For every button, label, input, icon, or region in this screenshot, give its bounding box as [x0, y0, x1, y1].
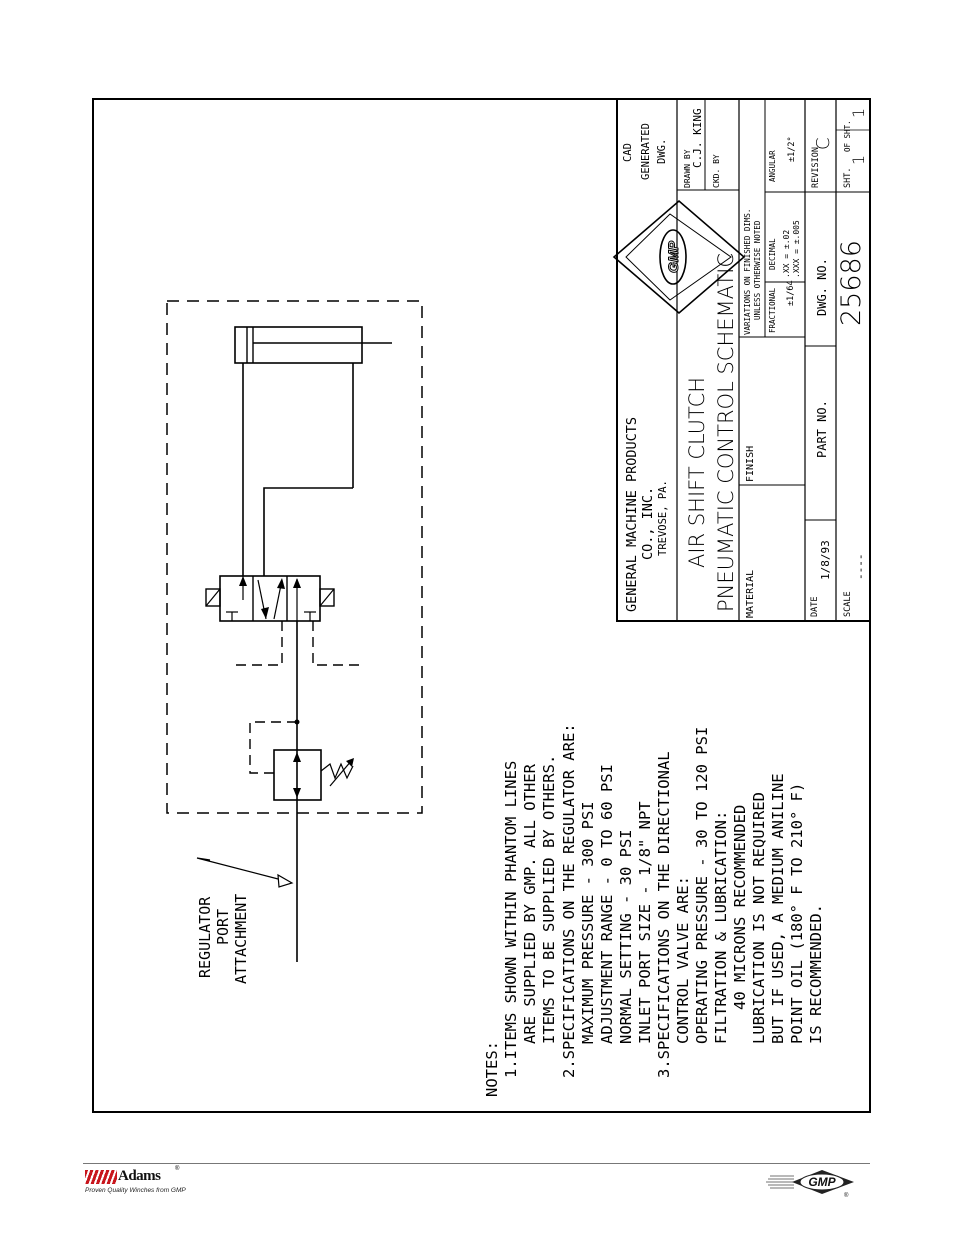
cad-dwg: DWG. [656, 139, 668, 164]
gmp-footer-text: GMP [808, 1175, 836, 1189]
scale-value: ---- [854, 554, 867, 581]
revision-value: C [813, 137, 834, 150]
tol-decimal-xxx: .XXX = ±.005 [792, 220, 801, 278]
gmp-registered-mark: ® [844, 1192, 849, 1199]
tol-decimal-label: DECIMAL [768, 238, 777, 270]
tolerance-heading-1: VARIATIONS ON FINISHED DIMS. [743, 209, 752, 335]
registered-mark: ® [175, 1166, 180, 1172]
note-line: MAXIMUM PRESSURE - 300 PSI [579, 801, 597, 1044]
date-value: 1/8/93 [819, 540, 832, 580]
cad-generated: GENERATED [640, 123, 652, 180]
sheet-total: 1 [849, 108, 868, 118]
revision-label: REVISION [811, 147, 821, 188]
date-label: DATE [810, 597, 820, 617]
adams-stripes-icon [85, 1170, 117, 1184]
tol-fractional-label: FRACTIONAL [768, 287, 777, 333]
attachment-line2: PORT [214, 909, 232, 945]
sheet-label: SHT. [843, 168, 853, 188]
checked-by-label: CKD. BY [712, 154, 721, 188]
title-block-text: GENERAL MACHINE PRODUCTS CO., INC. TREVO… [622, 108, 868, 618]
directional-control-valve [205, 575, 362, 666]
adams-tagline: Proven Quality Winches from GMP [85, 1187, 186, 1194]
attachment-line1: REGULATOR [196, 896, 214, 978]
air-cylinder [234, 326, 392, 364]
gmp-logo-title-block: GMP [612, 199, 746, 315]
title-block [616, 98, 871, 622]
phantom-boundary [166, 300, 423, 814]
note-line: ITEMS TO BE SUPPLIED BY OTHERS. [540, 755, 558, 1044]
note-line: CONTROL VALVE ARE: [674, 876, 692, 1044]
pressure-regulator [249, 721, 354, 801]
dwg-no-label: DWG. NO. [815, 258, 829, 316]
tol-angular-value: ±1/2° [787, 136, 797, 162]
cylinder-line-link [263, 487, 353, 576]
note-line: IS RECOMMENDED. [807, 904, 825, 1044]
note-line: LUBRICATION IS NOT REQUIRED [750, 792, 768, 1044]
note-line: FILTRATION & LUBRICATION: [712, 811, 730, 1044]
sheet-of-label: OF SHT. [843, 120, 852, 152]
notes-block: NOTES: 1.ITEMS SHOWN WITHIN PHANTOM LINE… [483, 723, 825, 1097]
gmp-logo-title-text: GMP [665, 240, 681, 273]
note-line: 2.SPECIFICATIONS ON THE REGULATOR ARE: [560, 723, 578, 1078]
drawing-title-line1: AIR SHIFT CLUTCH [685, 377, 709, 568]
gmp-footer-logo: GMP ® [766, 1170, 854, 1199]
drawn-by-label: DRAWN BY [683, 149, 692, 188]
tol-angular-label: ANGULAR [768, 150, 777, 182]
note-line: INLET PORT SIZE - 1/8" NPT [636, 801, 654, 1044]
note-line: POINT OIL (180° F TO 210° F) [788, 783, 806, 1044]
note-line: NORMAL SETTING - 30 PSI [617, 829, 635, 1044]
footer-rule [83, 1163, 870, 1164]
drawing-title-line2: PNEUMATIC CONTROL SCHEMATIC [714, 253, 738, 612]
dwg-no-value: 25686 [836, 240, 867, 326]
note-line: 1.ITEMS SHOWN WITHIN PHANTOM LINES [502, 761, 520, 1078]
note-line: BUT IF USED, A MEDIUM ANILINE [769, 773, 787, 1044]
attachment-leader [196, 857, 283, 881]
material-label: MATERIAL [745, 570, 756, 618]
attachment-line3: ATTACHMENT [232, 894, 250, 984]
note-line: ARE SUPPLIED BY GMP. ALL OTHER [521, 763, 539, 1044]
company-line1: GENERAL MACHINE PRODUCTS [624, 417, 640, 612]
tol-decimal-xx: .XX = ±.02 [782, 230, 791, 278]
tol-fractional-value: ±1/64 [786, 280, 796, 306]
company-line2: CO., INC. [640, 487, 656, 560]
tolerance-heading-2: UNLESS OTHERWISE NOTED [753, 220, 762, 320]
attachment-arrowhead [277, 873, 294, 888]
note-line: ADJUSTMENT RANGE - 0 TO 60 PSI [598, 764, 616, 1044]
note-line: OPERATING PRESSURE - 30 TO 120 PSI [693, 727, 711, 1044]
note-line: 40 MICRONS RECOMMENDED [731, 805, 749, 1010]
scale-label: SCALE [843, 591, 853, 617]
cad-label: CAD [622, 143, 634, 162]
finish-label: FINISH [745, 446, 756, 482]
adams-brand-name: Adams [118, 1168, 161, 1184]
pneumatic-schematic [166, 300, 423, 962]
company-line3: TREVOSE, PA. [657, 480, 669, 556]
drawn-by-value: C.J. KING [691, 108, 704, 168]
notes-heading: NOTES: [483, 1041, 501, 1097]
attachment-label: REGULATOR PORT ATTACHMENT [196, 894, 250, 984]
sheet-value: 1 [849, 155, 868, 165]
part-no-label: PART NO. [815, 400, 829, 458]
note-line: 3.SPECIFICATIONS ON THE DIRECTIONAL [655, 751, 673, 1078]
adams-logo: Adams ® Proven Quality Winches from GMP [85, 1166, 225, 1210]
